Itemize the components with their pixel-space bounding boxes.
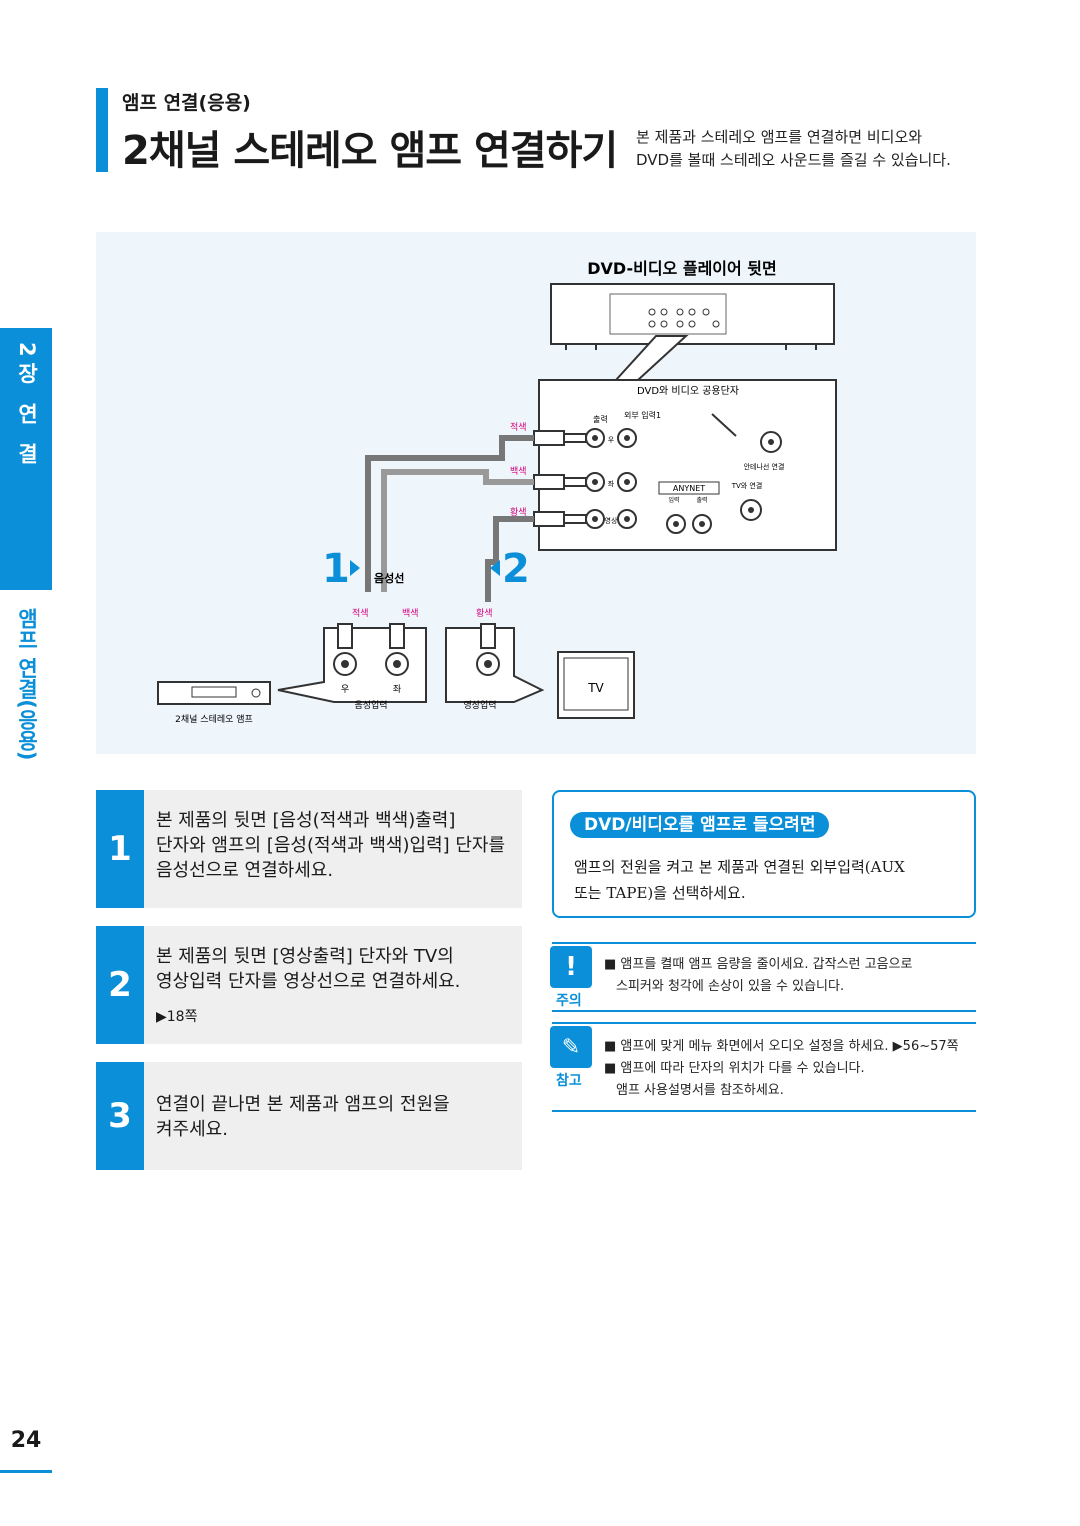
step-line: 연결이 끝나면 본 제품과 앰프의 전원을 (156, 1094, 450, 1115)
cable-red-label: 적색 (510, 421, 527, 433)
caution-label: 주의 (556, 993, 582, 1009)
amp-r-label: 우 (341, 684, 349, 695)
amplifier-device (157, 681, 271, 705)
tv-conn-label: TV와 연결 (731, 481, 763, 490)
video-cable (485, 516, 534, 602)
amp-white-label: 백색 (402, 608, 419, 619)
header-accent-bar (96, 88, 108, 172)
tv-device (557, 651, 635, 719)
antenna-label: 안테나선 연결 (744, 462, 785, 471)
reference-top-rule (552, 1022, 976, 1024)
tip-box: DVD/비디오를 앰프로 들으려면 앰프의 전원을 켜고 본 제품과 연결된 외… (552, 790, 976, 918)
audio-input-label: 음성입력 (354, 699, 387, 711)
panel-out-label: 출력 (593, 414, 608, 424)
cable-white-label: 백색 (510, 466, 527, 477)
connection-diagram-svg: DVD-비디오 플레이어 뒷면 DVD와 비디오 공용단자 출력 외부 입력1 … (157, 259, 837, 725)
antenna-cable-icon (711, 413, 737, 437)
player-label: DVD-비디오 플레이어 뒷면 (587, 259, 777, 278)
step1-arrow (350, 560, 360, 576)
reference-label: 참고 (556, 1073, 582, 1089)
anynet-in-label: 입력 (668, 496, 679, 504)
amp-l-label: 좌 (393, 684, 401, 695)
reference-text: ■ 앰프에 맞게 메뉴 화면에서 오디오 설정을 하세요. ▶56~57쪽 ■ … (604, 1036, 959, 1102)
panel-plugs (533, 430, 587, 527)
tip-title: DVD/비디오를 앰프로 들으려면 (570, 812, 830, 838)
chapter-label: 2장 연 결 (15, 342, 39, 471)
caution-text: ■ 앰프를 켤때 앰프 음량을 줄이세요. 갑작스런 고음으로 스피커와 청각에… (604, 954, 912, 998)
caution-line: ■ 앰프를 켤때 앰프 음량을 줄이세요. 갑작스런 고음으로 (604, 957, 913, 972)
amp-red-label: 적색 (352, 607, 369, 619)
anynet-box (658, 481, 720, 495)
step-line: 음성선으로 연결하세요. (156, 860, 334, 881)
section-subtitle: 앰프 연결(응용) (122, 92, 251, 114)
reference-line: 앰프 사용설명서를 참조하세요. (616, 1083, 784, 1098)
step-number: 3 (96, 1062, 144, 1170)
panel-l-label: 좌 (608, 479, 615, 488)
pencil-icon: ✎ (550, 1026, 592, 1068)
connection-diagram: DVD-비디오 플레이어 뒷면 DVD와 비디오 공용단자 출력 외부 입력1 … (96, 232, 976, 754)
reference-bottom-rule (552, 1110, 976, 1112)
step-number: 1 (96, 790, 144, 908)
chapter-side-tab: 2장 연 결 앰프 연결(응용) (0, 328, 52, 780)
tip-line: 앰프의 전원을 켜고 본 제품과 연결된 외부입력(AUX (574, 858, 905, 876)
tv-label: TV (587, 681, 604, 695)
step-line: 본 제품의 뒷면 [음성(적색과 백색)출력] (156, 810, 456, 831)
audio-cable-label: 음성선 (374, 571, 404, 585)
video-input-label: 영상입력 (463, 699, 496, 711)
cable-yellow-label: 황색 (510, 507, 527, 518)
panel-label: DVD와 비디오 공용단자 (637, 385, 739, 397)
description-line: DVD를 볼때 스테레오 사운드를 즐길 수 있습니다. (636, 151, 951, 169)
description-line: 본 제품과 스테레오 앰프를 연결하면 비디오와 (636, 128, 923, 146)
step-line: 단자와 앰프의 [음성(적색과 백색)입력] 단자를 (156, 835, 506, 856)
step-line: 본 제품의 뒷면 [영상출력] 단자와 TV의 (156, 946, 454, 967)
anynet-out-label: 출력 (696, 496, 707, 504)
step-1: 1 본 제품의 뒷면 [음성(적색과 백색)출력] 단자와 앰프의 [음성(적색… (96, 790, 522, 908)
rear-panel-zoom (538, 379, 837, 551)
step-3: 3 연결이 끝나면 본 제품과 앰프의 전원을 켜주세요. (96, 1062, 522, 1170)
step-line: 영상입력 단자를 영상선으로 연결하세요. (156, 971, 461, 992)
amplifier-label: 2채널 스테레오 앰프 (175, 713, 253, 725)
page-reference: ▶18쪽 (156, 1009, 198, 1025)
reference-line: ■ 앰프에 맞게 메뉴 화면에서 오디오 설정을 하세요. ▶56~57쪽 (604, 1039, 959, 1054)
panel-video-label: 영상 (605, 516, 618, 525)
step-line: 켜주세요. (156, 1119, 228, 1140)
diagram-step-2: 2 (502, 546, 530, 592)
step-2: 2 본 제품의 뒷면 [영상출력] 단자와 TV의 영상입력 단자를 영상선으로… (96, 926, 522, 1044)
caution-bottom-rule (552, 1010, 976, 1012)
audio-cable (365, 435, 534, 592)
step-text: 본 제품의 뒷면 [영상출력] 단자와 TV의 영상입력 단자를 영상선으로 연… (156, 944, 512, 994)
tip-line: 또는 TAPE)을 선택하세요. (574, 884, 746, 902)
page-number: 24 (10, 1428, 42, 1453)
chapter-tab-background (0, 328, 52, 590)
tv-yellow-label: 황색 (476, 608, 493, 619)
tip-text: 앰프의 전원을 켜고 본 제품과 연결된 외부입력(AUX 또는 TAPE)을 … (574, 854, 954, 906)
page-title: 2채널 스테레오 앰프 연결하기 (122, 128, 618, 174)
step-text: 연결이 끝나면 본 제품과 앰프의 전원을 켜주세요. (156, 1092, 512, 1142)
caution-top-rule (552, 942, 976, 944)
page-description: 본 제품과 스테레오 앰프를 연결하면 비디오와 DVD를 볼때 스테레오 사운… (636, 126, 951, 172)
reference-line: ■ 앰프에 따라 단자의 위치가 다를 수 있습니다. (604, 1061, 865, 1076)
caution-icon: ! (550, 946, 592, 988)
anynet-label: ANYNET (673, 484, 705, 493)
step-text: 본 제품의 뒷면 [음성(적색과 백색)출력] 단자와 앰프의 [음성(적색과 … (156, 808, 512, 883)
caution-line: 스피커와 청각에 손상이 있을 수 있습니다. (616, 979, 845, 994)
step2-arrow (490, 560, 500, 576)
step-number: 2 (96, 926, 144, 1044)
page-number-rule (0, 1470, 52, 1473)
panel-r-label: 우 (608, 436, 615, 444)
diagram-step-1: 1 (322, 546, 350, 592)
section-label: 앰프 연결(응용) (15, 608, 39, 761)
panel-ext-in-label: 외부 입력1 (624, 410, 661, 420)
